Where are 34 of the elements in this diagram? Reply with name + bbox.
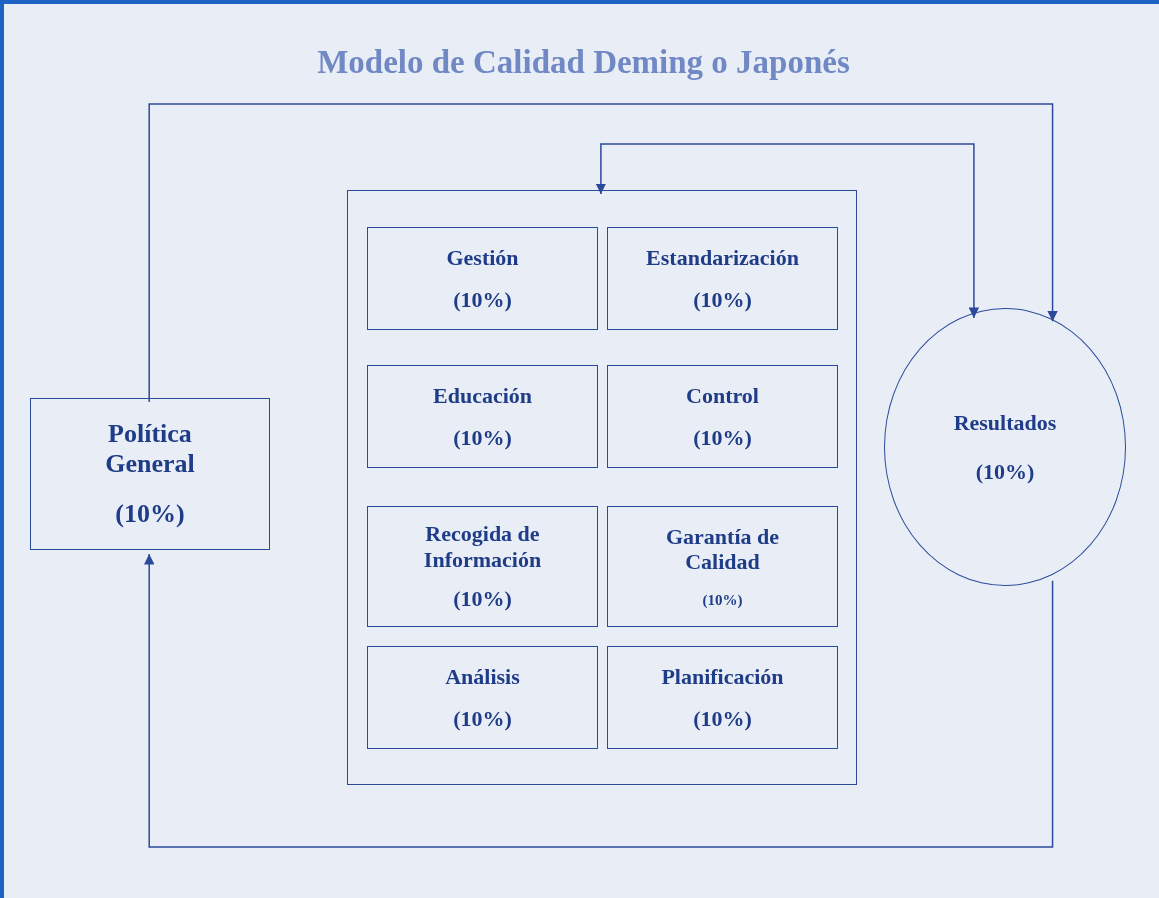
percentage-label: (10%) xyxy=(453,705,512,732)
process-box xyxy=(607,365,838,468)
process-box xyxy=(367,506,598,627)
percentage-label: (10%) xyxy=(693,705,752,732)
percentage-label: (10%) xyxy=(693,424,752,451)
percentage-label: (10%) xyxy=(702,591,743,609)
percentage-label: (10%) xyxy=(115,499,185,529)
group-frame xyxy=(347,190,857,785)
box-heading: Educación xyxy=(433,382,532,409)
box-heading: Estandarización xyxy=(646,244,799,271)
percentage-label: (10%) xyxy=(453,286,512,313)
process-box xyxy=(607,506,838,627)
arrow xyxy=(143,553,1054,848)
process-box xyxy=(367,227,598,330)
percentage-label: (10%) xyxy=(975,459,1035,485)
arrow xyxy=(595,143,980,319)
box-heading: Política General xyxy=(104,419,196,479)
box-heading: Recogida de Información xyxy=(422,521,543,572)
box-heading: Resultados xyxy=(953,409,1057,435)
process-box xyxy=(367,365,598,468)
process-box xyxy=(607,227,838,330)
percentage-label: (10%) xyxy=(453,586,512,612)
diagram-title: Modelo de Calidad Deming o Japonés xyxy=(317,44,850,80)
box-heading: Control xyxy=(686,382,759,409)
box-heading: Planificación xyxy=(661,663,784,690)
box-heading: Gestión xyxy=(446,244,519,271)
process-box xyxy=(30,398,270,550)
percentage-label: (10%) xyxy=(453,424,512,451)
process-box xyxy=(367,646,598,749)
arrow xyxy=(148,103,1058,403)
percentage-label: (10%) xyxy=(693,286,752,313)
box-heading: Garantía de Calidad xyxy=(664,524,781,575)
box-heading: Análisis xyxy=(445,663,520,690)
process-box xyxy=(607,646,838,749)
